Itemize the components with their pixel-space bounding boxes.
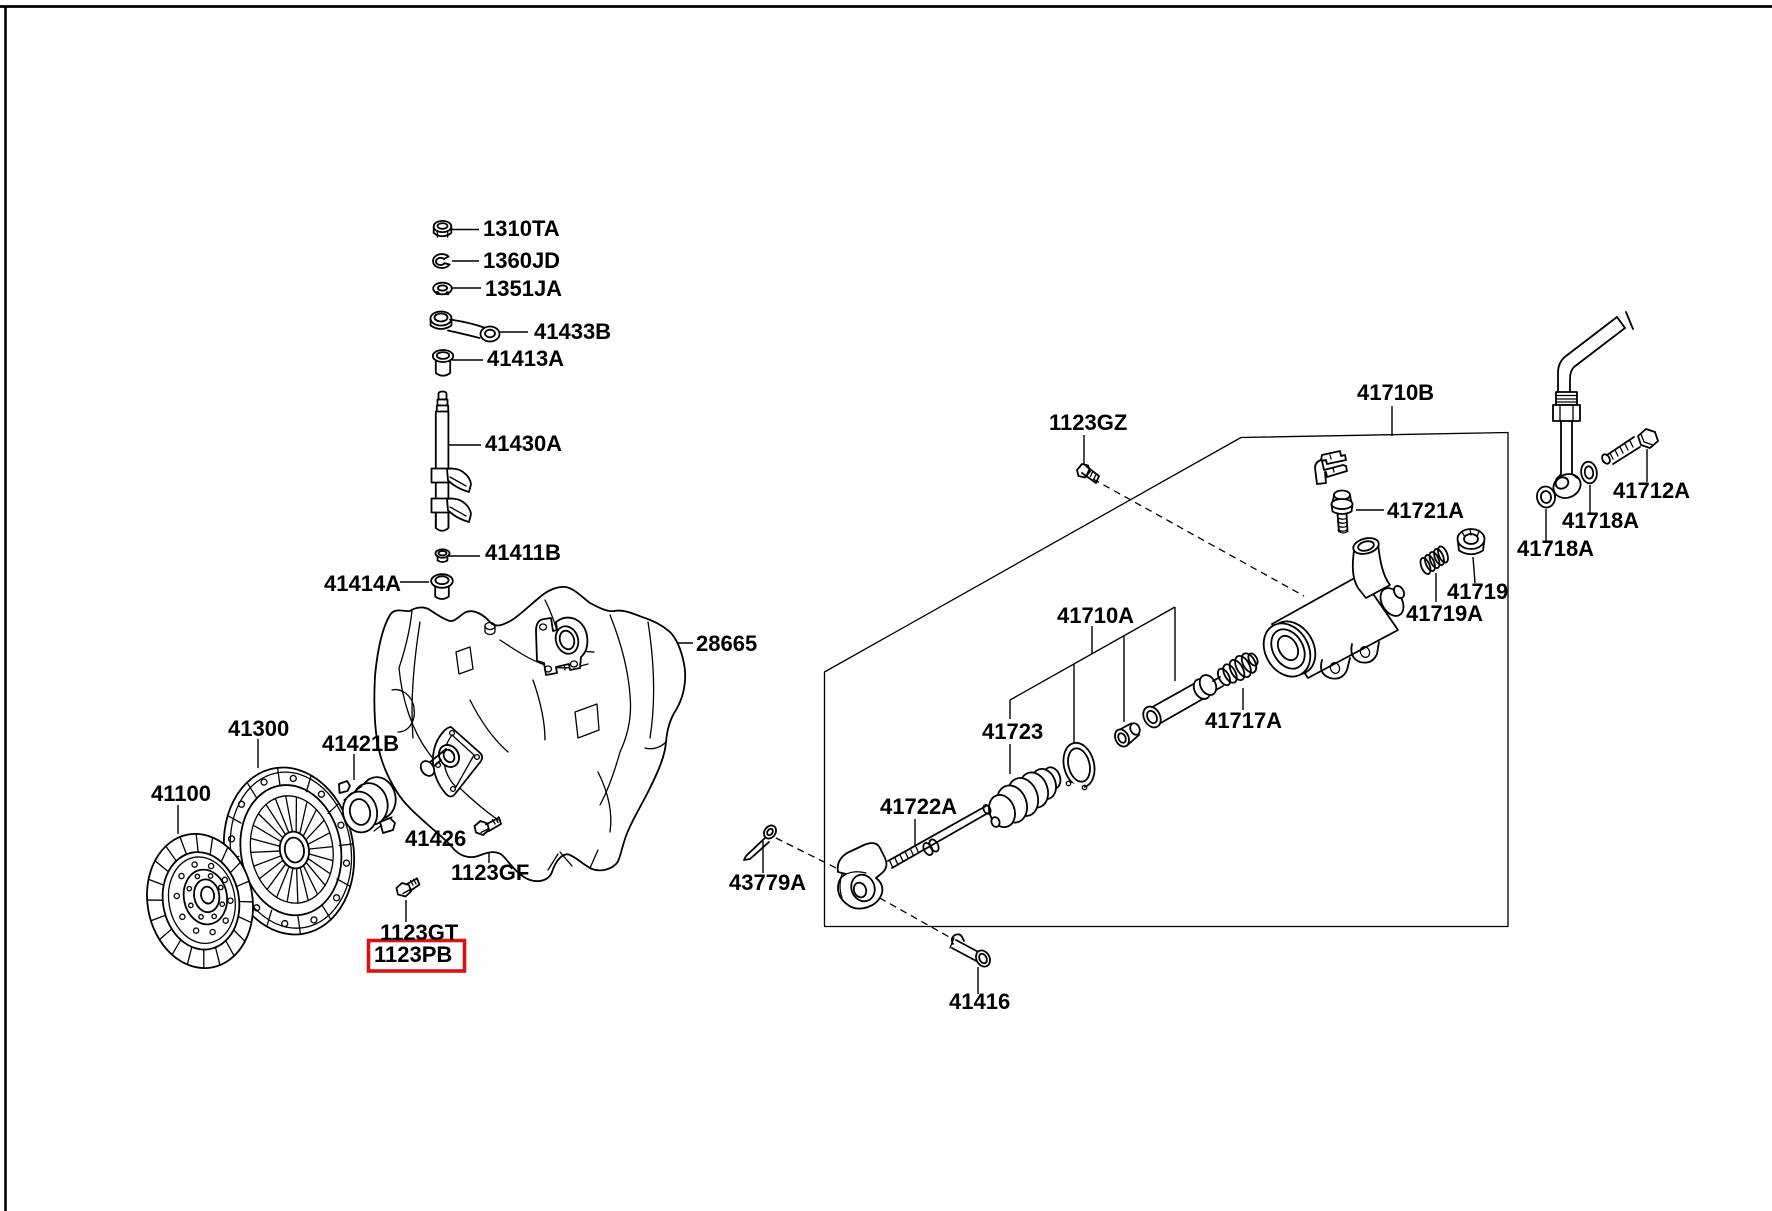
svg-text:41100: 41100 <box>151 781 211 806</box>
svg-text:41411B: 41411B <box>485 540 561 565</box>
svg-text:41413A: 41413A <box>487 346 564 371</box>
svg-text:41723: 41723 <box>982 719 1043 744</box>
svg-text:1310TA: 1310TA <box>483 216 560 241</box>
svg-text:41712A: 41712A <box>1613 478 1690 503</box>
svg-text:1351JA: 1351JA <box>485 276 562 301</box>
svg-text:41710A: 41710A <box>1057 603 1134 628</box>
svg-text:41414A: 41414A <box>324 571 401 596</box>
svg-text:41722A: 41722A <box>880 794 957 819</box>
svg-text:41717A: 41717A <box>1205 708 1282 733</box>
svg-text:1123PB: 1123PB <box>374 942 452 967</box>
svg-text:41421B: 41421B <box>322 731 399 756</box>
svg-text:41300: 41300 <box>228 716 289 741</box>
svg-text:41430A: 41430A <box>485 431 562 456</box>
svg-text:41718A: 41718A <box>1517 536 1594 561</box>
svg-text:41719: 41719 <box>1447 579 1508 604</box>
svg-text:41416: 41416 <box>949 989 1010 1014</box>
svg-text:1360JD: 1360JD <box>483 248 560 273</box>
svg-text:41719A: 41719A <box>1406 601 1483 626</box>
svg-text:41721A: 41721A <box>1387 498 1464 523</box>
svg-text:41718A: 41718A <box>1562 508 1639 533</box>
svg-text:41426: 41426 <box>405 826 466 851</box>
svg-text:1123GT: 1123GT <box>380 920 459 945</box>
svg-text:41710B: 41710B <box>1357 380 1434 405</box>
svg-text:43779A: 43779A <box>729 870 806 895</box>
svg-text:41433B: 41433B <box>534 319 611 344</box>
svg-text:28665: 28665 <box>696 631 757 656</box>
svg-text:1123GZ: 1123GZ <box>1049 410 1127 435</box>
svg-text:1123GF: 1123GF <box>451 860 529 885</box>
